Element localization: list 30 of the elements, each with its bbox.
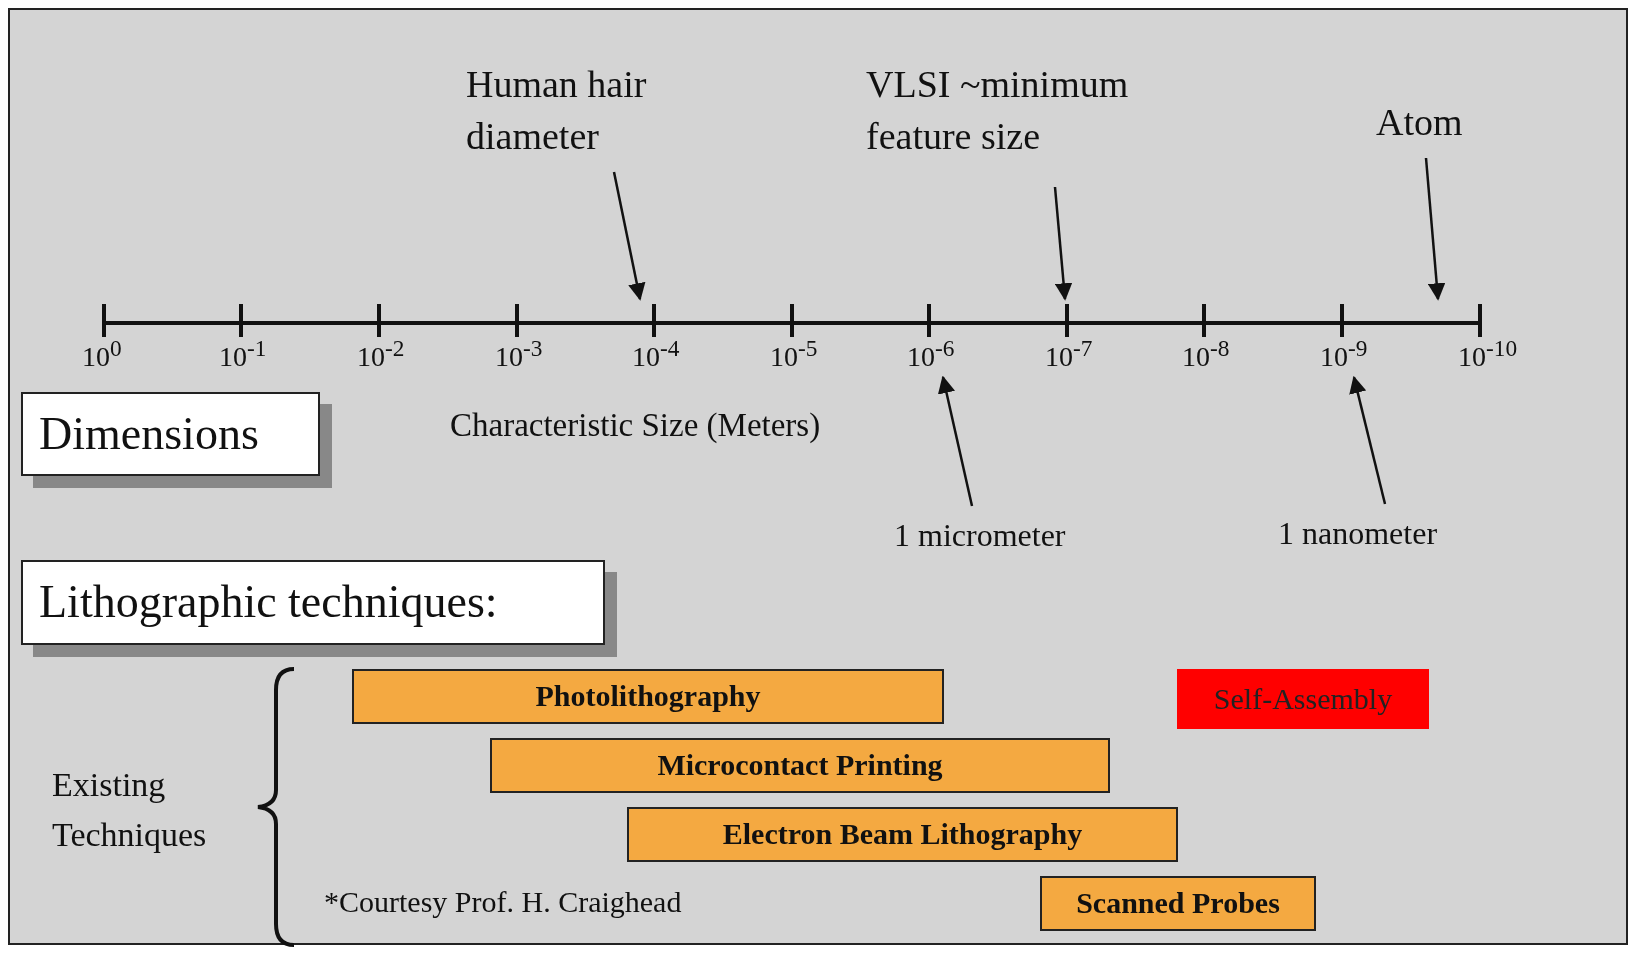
tick-label: 10$^{-5}$ — [770, 331, 818, 375]
technique-bar: Microcontact Printing — [490, 738, 1110, 793]
group-label: Existing Techniques — [52, 765, 208, 855]
tick-label: 10$^{-8}$ — [1182, 331, 1230, 375]
credit-note: *Courtesy Prof. H. Craighead — [324, 884, 682, 920]
tick-label: 10$^{-2}$ — [357, 331, 405, 375]
annotation-text: Atom — [1376, 100, 1486, 148]
tick-label: 10$^{-4}$ — [632, 331, 680, 375]
technique-bar: Self-Assembly — [1177, 669, 1429, 729]
annotation-text: 1 micrometer — [894, 513, 1124, 557]
arrow — [1053, 186, 1073, 301]
arrow — [612, 171, 646, 301]
tick-label: 10$^{-1}$ — [219, 331, 267, 375]
tick-label: 10$^{0}$ — [82, 331, 122, 375]
tick-label: 10$^{-7}$ — [1045, 331, 1093, 375]
annotation-text: Human hair diameter — [466, 58, 696, 158]
technique-bar: Scanned Probes — [1040, 876, 1316, 931]
tick-label: 10$^{-9}$ — [1320, 331, 1368, 375]
tick-label: 10$^{-10}$ — [1458, 331, 1518, 375]
annotation-text: VLSI ~minimum feature size — [866, 58, 1196, 158]
axis-title: Characteristic Size (Meters) — [450, 406, 821, 445]
tick-label: 10$^{-6}$ — [907, 331, 955, 375]
arrow — [937, 375, 974, 507]
arrow — [1424, 157, 1446, 301]
technique-bar: Photolithography — [352, 669, 944, 724]
tick-label: 10$^{-3}$ — [495, 331, 543, 375]
annotation-text: 1 nanometer — [1278, 511, 1508, 555]
scale-axis — [102, 304, 1482, 337]
technique-bar: Electron Beam Lithography — [627, 807, 1178, 862]
arrow — [1349, 375, 1387, 505]
